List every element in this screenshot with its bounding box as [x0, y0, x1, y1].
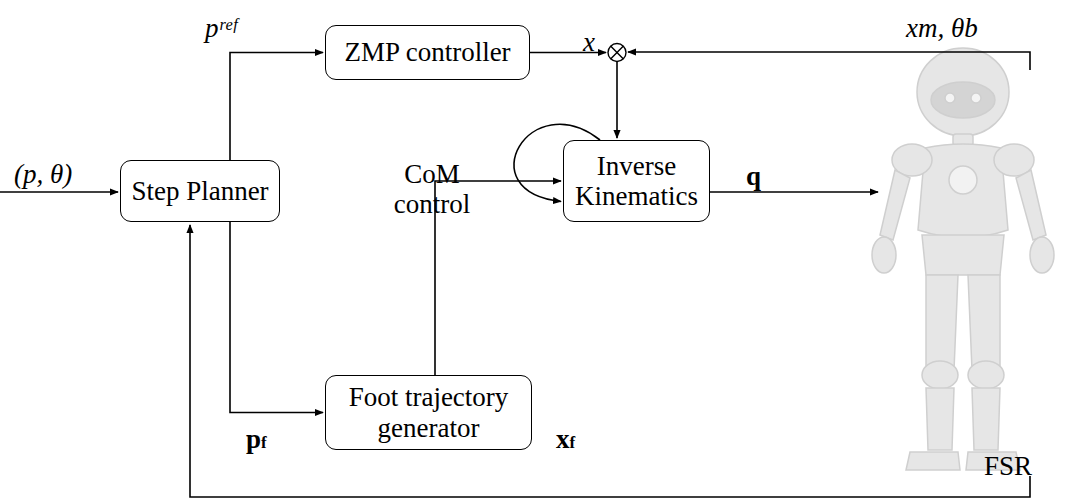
edge-label: CoM control: [382, 160, 482, 219]
input-label: (p, θ): [14, 160, 72, 190]
sensor-label: FSR: [984, 452, 1032, 482]
edge-label: x: [583, 28, 595, 58]
output-label: q: [746, 162, 761, 192]
feedback-label: xm, θb: [906, 14, 978, 44]
layout-wires: [0, 52, 1030, 497]
planner-box: Step Planner: [120, 160, 280, 222]
connector: [230, 53, 323, 161]
summing-junction: [608, 44, 626, 62]
edge-label: pf: [246, 425, 267, 455]
connector: [530, 44, 626, 139]
summing-cross: [611, 46, 624, 59]
box-text: Inverse Kinematics: [574, 151, 699, 211]
feedback-wire: [628, 52, 1030, 70]
edge-label: pʳᵉᶠ: [205, 14, 236, 44]
robot-illustration: [872, 48, 1054, 470]
input-arrow: [0, 191, 118, 193]
box-text: Foot trajectory generator: [336, 382, 521, 442]
output-arrow: [706, 191, 878, 193]
kinematics-box: Inverse Kinematics: [563, 140, 710, 222]
box-text: Step Planner: [131, 176, 268, 206]
fsr-wire: [190, 225, 1030, 497]
generator-box: Foot trajectory generator: [325, 375, 532, 450]
box-text: ZMP controller: [344, 37, 510, 67]
controller-box: ZMP controller: [325, 25, 530, 80]
connector: [230, 222, 323, 413]
edge-label: xf: [556, 425, 575, 455]
